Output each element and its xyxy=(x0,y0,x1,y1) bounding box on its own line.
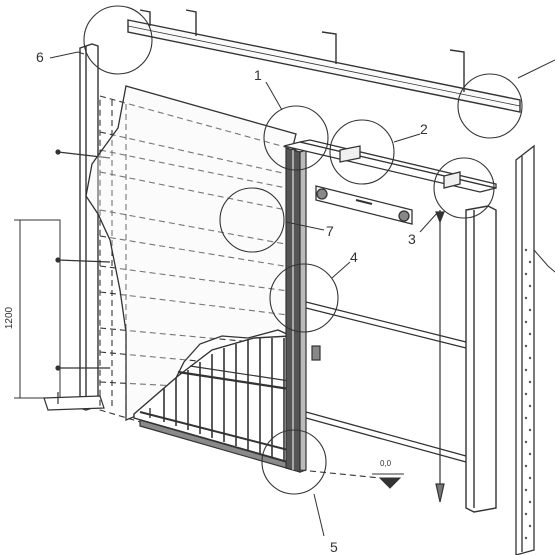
jamb-latch xyxy=(311,345,321,361)
dimension-line xyxy=(14,219,26,399)
ceiling-track xyxy=(127,9,521,113)
detail-circle-3 xyxy=(433,157,495,219)
callout-3: 3 xyxy=(408,231,416,247)
callout-6: 6 xyxy=(36,49,44,65)
detail-circle-1 xyxy=(263,105,329,171)
detail-circles xyxy=(83,5,523,495)
callout-5: 5 xyxy=(330,539,338,555)
dimension-label: 1200 xyxy=(4,306,15,329)
callout-2: 2 xyxy=(420,121,428,137)
callout-4: 4 xyxy=(350,249,358,265)
mesh-frame xyxy=(133,335,297,467)
callout-7: 7 xyxy=(326,223,334,239)
left-wall-panel xyxy=(19,219,61,399)
detail-circle-7 xyxy=(219,187,285,253)
detail-circle-5 xyxy=(261,429,327,495)
right-wall-panel-edge xyxy=(533,249,555,273)
guide-rails xyxy=(305,301,467,463)
callout-1: 1 xyxy=(254,67,262,83)
detail-circle-2 xyxy=(329,119,395,185)
detail-circle-4 xyxy=(269,263,339,333)
plumb-line xyxy=(435,210,445,503)
reference-label: 0,0 xyxy=(380,459,392,468)
header-box xyxy=(283,139,497,193)
callout-labels: 6 1 2 3 7 4 5 xyxy=(36,49,428,555)
door-jamb xyxy=(285,147,307,473)
detail-circle-track xyxy=(457,73,523,139)
floor-bracket-left xyxy=(43,392,105,411)
level-marker xyxy=(372,473,404,489)
right-wall-dots xyxy=(524,248,532,540)
left-wall-post xyxy=(79,43,99,411)
mounting-plate xyxy=(315,185,413,225)
floor-reference xyxy=(299,469,381,479)
detail-circle-6 xyxy=(83,5,153,75)
right-jamb xyxy=(465,205,497,513)
leader-lines xyxy=(49,51,555,537)
right-wall-section xyxy=(515,144,535,555)
anchor-screws xyxy=(55,149,111,371)
